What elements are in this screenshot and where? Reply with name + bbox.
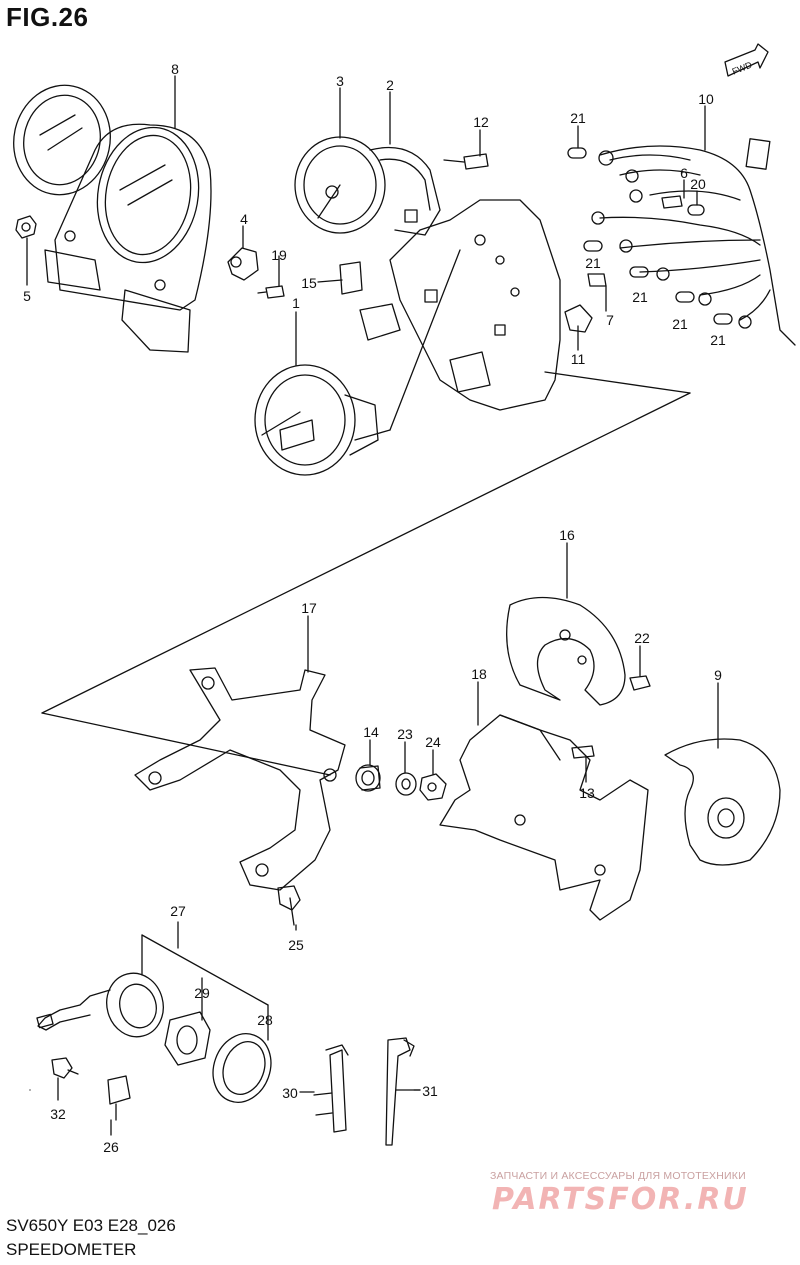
callout-5: 5 [23, 288, 31, 304]
meter-housing-part-2 [369, 146, 441, 236]
callout-26: 26 [103, 1139, 119, 1155]
bracket-part-17 [134, 667, 346, 891]
clip-part-26 [107, 1075, 131, 1121]
callout-31: 31 [422, 1083, 438, 1099]
callout-19: 19 [271, 247, 287, 263]
callout-30: 30 [282, 1085, 298, 1101]
grommet-part-14 [355, 764, 381, 792]
screw-part-19 [257, 285, 285, 299]
watermark-logo: PARTSFOR.RU [492, 1182, 749, 1217]
callout-9: 9 [714, 667, 722, 683]
grommet-part-11 [564, 304, 593, 333]
screw-part-12 [443, 153, 489, 170]
bulb-part-21 [567, 147, 733, 325]
socket-part-4 [227, 247, 259, 281]
socket-part-27 [36, 972, 164, 1038]
screw-part-22 [629, 675, 651, 691]
meter-lower-case [359, 199, 561, 411]
callout-10: 10 [698, 91, 714, 107]
callout-3: 3 [336, 73, 344, 89]
callout-21-far: 21 [710, 332, 726, 348]
callout-29: 29 [194, 985, 210, 1001]
section-name: SPEEDOMETER [6, 1240, 137, 1259]
callout-28: 28 [257, 1012, 273, 1028]
cover-part-16 [506, 596, 626, 706]
callout-13: 13 [579, 785, 595, 801]
bulb-socket-part-15 [339, 261, 363, 295]
callout-1: 1 [292, 295, 300, 311]
callout-12: 12 [473, 114, 489, 130]
fwd-arrow-icon: FWD [724, 43, 769, 77]
meter-case-part-8 [13, 84, 212, 353]
callout-25: 25 [288, 937, 304, 953]
cover-part-9 [664, 738, 781, 866]
callout-15: 15 [301, 275, 317, 291]
callout-20: 20 [690, 176, 706, 192]
callout-22: 22 [634, 630, 650, 646]
nut-part-24 [419, 773, 447, 801]
callout-23: 23 [397, 726, 413, 742]
callout-21-lower: 21 [672, 316, 688, 332]
callout-4: 4 [240, 211, 248, 227]
callout-27: 27 [170, 903, 186, 919]
clamp-part-30 [313, 1044, 349, 1133]
collar-part-23 [395, 772, 417, 796]
screw-part-7 [587, 273, 607, 287]
bulb-part-29 [164, 1011, 211, 1066]
figure-title: FIG.26 [6, 2, 89, 32]
bracket-part-18 [439, 714, 649, 921]
tachometer-part-3 [294, 136, 386, 234]
wiring-harness-part-10 [591, 138, 796, 346]
callout-21-top: 21 [570, 110, 586, 126]
bulb-part-20 [687, 204, 705, 216]
ring-part-28 [212, 1033, 272, 1103]
callout-16: 16 [559, 527, 575, 543]
bolt-part-5 [15, 215, 37, 239]
callout-6: 6 [680, 165, 688, 181]
watermark-tagline: ЗАПЧАСТИ И АКСЕССУАРЫ ДЛЯ МОТОТЕХНИКИ [490, 1170, 746, 1182]
callout-17: 17 [301, 600, 317, 616]
screw-part-6 [661, 195, 683, 209]
callout-11: 11 [570, 351, 586, 367]
callout-24: 24 [425, 734, 441, 750]
callout-21-mid: 21 [585, 255, 601, 271]
bolt-part-32 [51, 1057, 79, 1079]
callout-14: 14 [363, 724, 379, 740]
callout-2: 2 [386, 77, 394, 93]
model-code: SV650Y E03 E28_026 [6, 1216, 176, 1235]
speedometer-part-1 [254, 249, 461, 476]
callout-8: 8 [171, 61, 179, 77]
clamp-part-31 [385, 1037, 421, 1146]
bolt-part-25 [277, 885, 301, 926]
callout-18: 18 [471, 666, 487, 682]
screw-part-13 [571, 745, 595, 759]
callout-21-right: 21 [632, 289, 648, 305]
callout-7: 7 [606, 312, 614, 328]
callout-32: 32 [50, 1106, 66, 1122]
